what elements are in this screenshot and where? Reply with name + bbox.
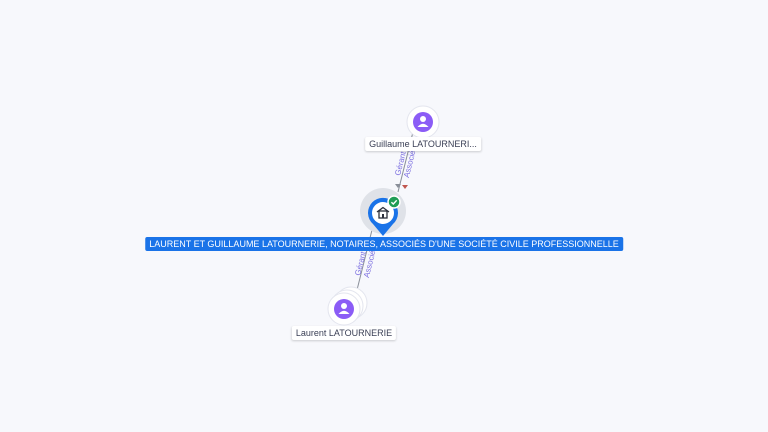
- person-icon: [334, 299, 354, 319]
- person-icon: [413, 112, 433, 132]
- edge-arrow: [402, 185, 408, 189]
- edge-arrow: [395, 184, 401, 188]
- building-icon: [376, 206, 390, 219]
- person-label-laurent[interactable]: Laurent LATOURNERIE: [291, 326, 397, 340]
- company-name-label[interactable]: LAURENT ET GUILLAUME LATOURNERIE, NOTAIR…: [145, 237, 623, 251]
- person-node-laurent[interactable]: [327, 286, 368, 326]
- check-icon: [387, 195, 401, 209]
- company-node[interactable]: [360, 188, 406, 236]
- person-node-guillaume[interactable]: [406, 105, 440, 139]
- person-label-guillaume[interactable]: Guillaume LATOURNERI...: [365, 137, 481, 151]
